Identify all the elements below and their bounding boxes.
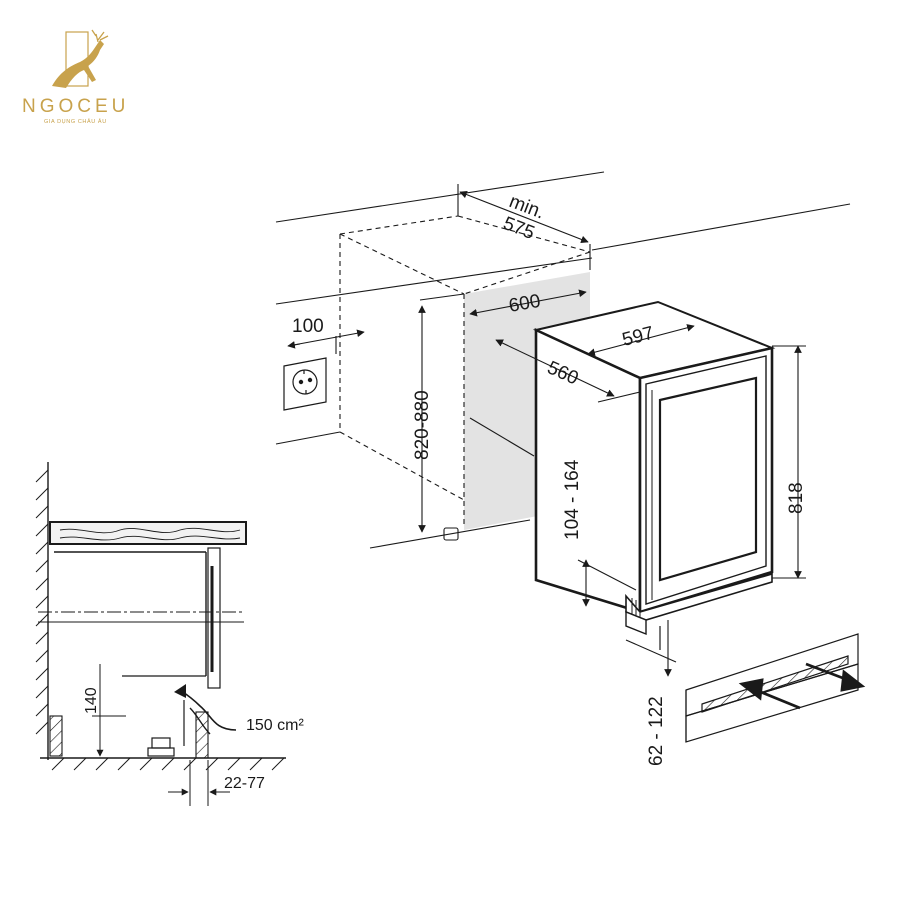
brand-tagline: GIA DỤNG CHÂU ÂU (44, 118, 107, 125)
brand-name: NGOCEU (22, 96, 129, 117)
side-section-view (35, 462, 286, 806)
dim-plinth-range: 62 - 122 (646, 696, 667, 766)
airflow-arrows (738, 662, 866, 710)
wall-lines (275, 171, 851, 549)
plinth-grille (685, 633, 859, 743)
dimension-lines (287, 184, 806, 677)
wall-socket-icon (283, 357, 327, 411)
dim-vent-height: 140 (83, 687, 100, 714)
deer-icon (52, 29, 109, 88)
dim-appliance-height: 818 (786, 482, 807, 514)
brand-logo: NGOCEU GIA DỤNG CHÂU ÂU (22, 29, 129, 125)
dim-socket-offset: 100 (292, 316, 324, 337)
dim-niche-height: 820-880 (412, 390, 433, 460)
dim-plinth-offset: 22-77 (224, 775, 265, 792)
dim-vent-area: 150 cm² (246, 717, 304, 734)
airflow-arrow-small (174, 684, 186, 698)
dim-door-bottom-range: 104 - 164 (562, 459, 583, 540)
